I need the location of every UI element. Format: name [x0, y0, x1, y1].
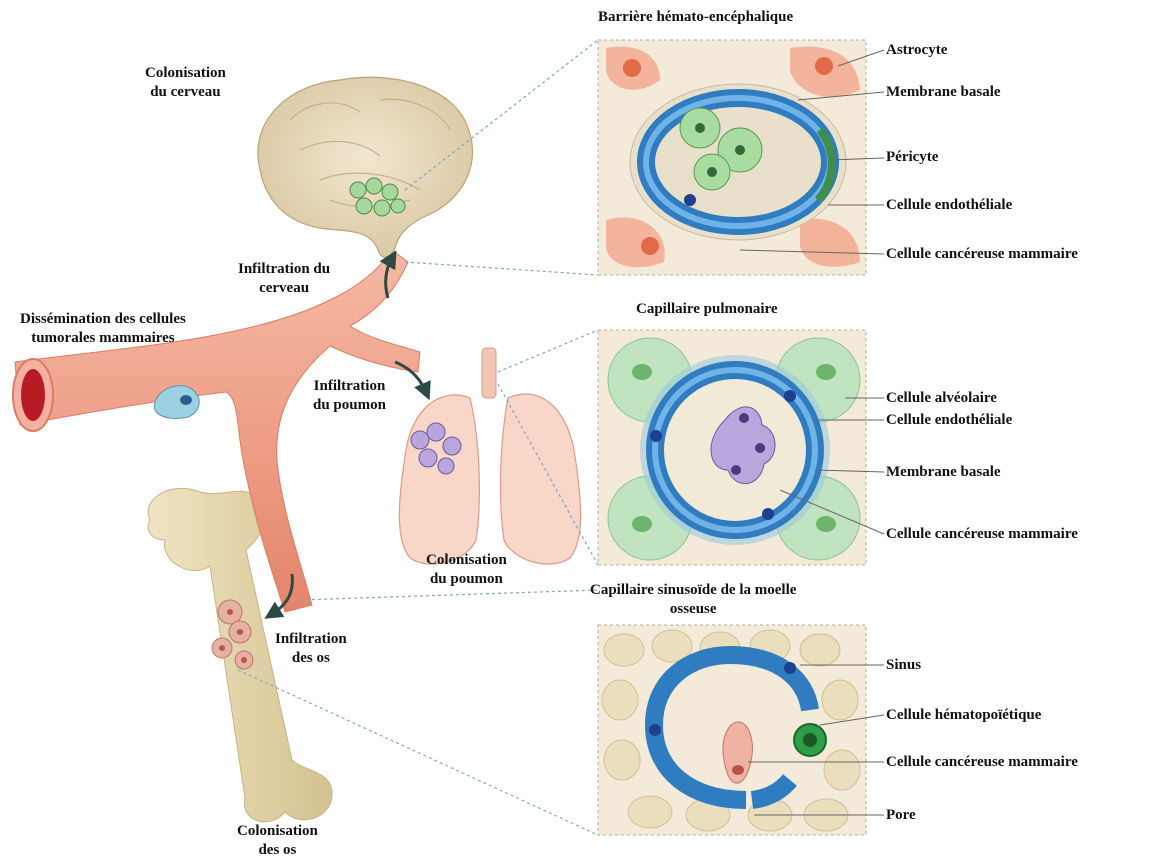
panel-title-bbb: Barrière hémato-encéphalique: [598, 8, 793, 27]
callout-cellule-cancereuse: Cellule cancéreuse mammaire: [886, 245, 1078, 264]
callout-cellule-hematopoietique: Cellule hématopoïétique: [886, 706, 1041, 725]
panel-title-lung: Capillaire pulmonaire: [636, 300, 778, 319]
callout-membrane-basale-lung: Membrane basale: [886, 463, 1001, 482]
callout-cellule-alveolaire: Cellule alvéolaire: [886, 389, 997, 408]
panel-blood-brain-barrier: [598, 40, 866, 275]
callout-astrocyte: Astrocyte: [886, 41, 947, 60]
panel-pulmonary-capillary: [598, 330, 866, 565]
callout-cellule-endotheliale: Cellule endothéliale: [886, 196, 1012, 215]
callout-cellule-endotheliale-lung: Cellule endothéliale: [886, 411, 1012, 430]
callout-sinus: Sinus: [886, 656, 921, 675]
callout-cellule-cancereuse-lung: Cellule cancéreuse mammaire: [886, 525, 1078, 544]
panel-bone-marrow-sinusoid: [598, 625, 866, 835]
callout-pore: Pore: [886, 806, 916, 825]
brain-illustration: [258, 77, 473, 257]
callout-cellule-cancereuse-bone: Cellule cancéreuse mammaire: [886, 753, 1078, 772]
callout-pericyte: Péricyte: [886, 148, 938, 167]
callout-membrane-basale: Membrane basale: [886, 83, 1001, 102]
lungs-illustration: [399, 348, 580, 564]
